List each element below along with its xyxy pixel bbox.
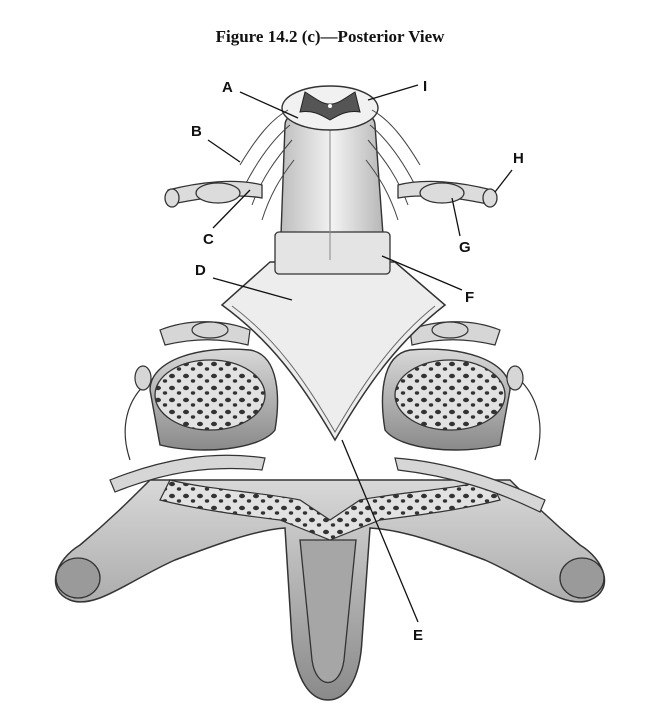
- dura-mater: [220, 261, 447, 442]
- leader-lines: [207, 84, 513, 623]
- label-d: D: [195, 262, 206, 279]
- label-b: B: [191, 123, 202, 140]
- left-transverse-process-tip: [55, 557, 101, 599]
- label-f: F: [465, 289, 474, 306]
- cord-cross-section: [281, 85, 379, 131]
- right-transverse-process-tip: [559, 557, 605, 599]
- vertebral-bodies: [149, 348, 511, 451]
- dura-inner-fold: [231, 305, 436, 434]
- label-c: C: [203, 231, 214, 248]
- label-e: E: [413, 627, 423, 644]
- nerve-rootlets: [239, 109, 421, 221]
- spinous-process: [299, 539, 357, 684]
- label-a: A: [222, 79, 233, 96]
- right-dorsal-root-ganglion: [419, 182, 465, 204]
- label-h: H: [513, 150, 524, 167]
- left-dorsal-root-ganglion: [195, 182, 241, 204]
- lower-spinal-nerves: [109, 321, 546, 513]
- cut-bone-surface: [159, 479, 501, 541]
- upper-spinal-nerves: [164, 180, 498, 208]
- arachnoid-band: [274, 231, 391, 275]
- vertebra: [54, 479, 606, 701]
- page-title: Figure 14.2 (c)—Posterior View: [215, 27, 445, 46]
- label-g: G: [459, 239, 471, 256]
- label-i: I: [423, 78, 427, 95]
